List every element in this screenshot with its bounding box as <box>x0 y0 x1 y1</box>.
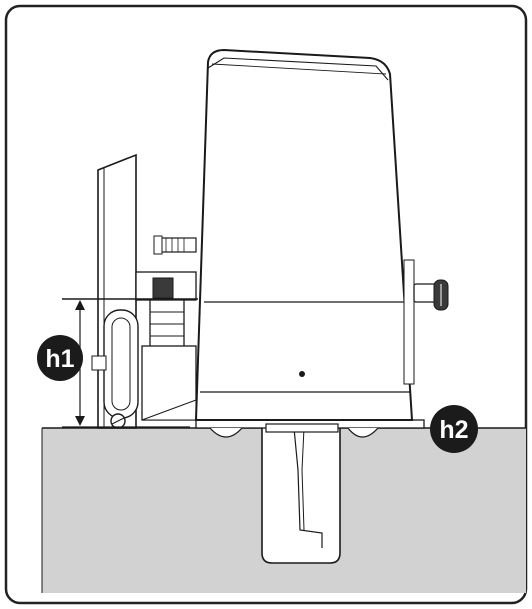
motor-housing <box>194 48 415 421</box>
h1-badge: h1 <box>37 335 83 381</box>
h2-label: h2 <box>439 416 468 444</box>
foundation-anchor <box>261 427 341 564</box>
guide-wheel <box>62 309 190 429</box>
release-key-icon <box>413 279 449 311</box>
side-screw <box>153 235 197 255</box>
base-plate <box>195 419 425 438</box>
h1-label: h1 <box>45 345 74 373</box>
rack-bracket <box>135 271 197 421</box>
h2-badge: h2 <box>430 405 478 453</box>
